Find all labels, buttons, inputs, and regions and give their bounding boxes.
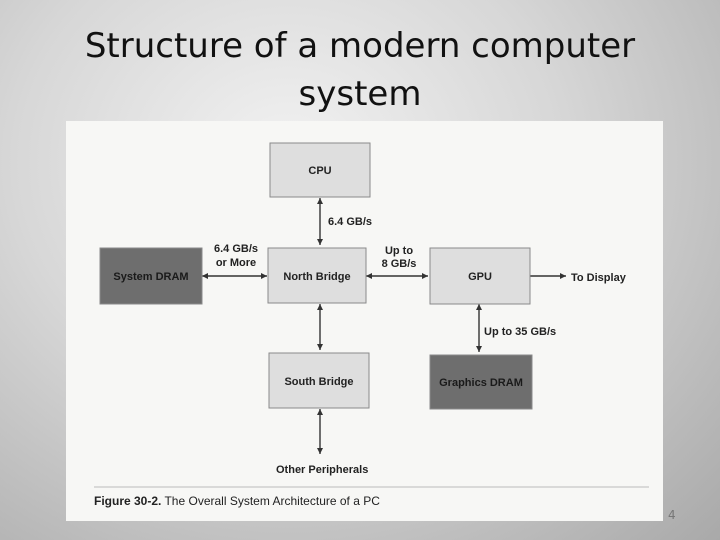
node-north-bridge: North Bridge xyxy=(267,247,367,304)
architecture-figure: CPU North Bridge System DRAM GPU South B… xyxy=(66,121,663,521)
edge-label-to-display: To Display xyxy=(571,272,627,284)
architecture-diagram: CPU North Bridge System DRAM GPU South B… xyxy=(94,142,649,508)
figure-caption-number: Figure 30-2. xyxy=(94,494,161,508)
edge-label-nb-gpu-line1: Up to xyxy=(385,245,413,257)
node-north-bridge-label: North Bridge xyxy=(283,271,350,283)
node-graphics-dram-label: Graphics DRAM xyxy=(439,377,523,389)
node-south-bridge-label: South Bridge xyxy=(284,376,353,388)
figure-caption: Figure 30-2. The Overall System Architec… xyxy=(94,494,380,508)
node-graphics-dram: Graphics DRAM xyxy=(429,354,533,410)
node-gpu-label: GPU xyxy=(468,271,492,283)
edge-label-dram-nb-line2: or More xyxy=(216,257,256,269)
page-number: 4 xyxy=(668,508,676,522)
node-gpu: GPU xyxy=(429,247,531,305)
figure-caption-text: The Overall System Architecture of a PC xyxy=(161,494,380,508)
node-system-dram: System DRAM xyxy=(99,247,203,305)
slide-title-line-1: Structure of a modern computer xyxy=(84,26,636,66)
edge-label-gpu-gdram: Up to 35 GB/s xyxy=(484,326,556,338)
edge-label-nb-gpu-line2: 8 GB/s xyxy=(382,258,417,270)
edge-label-other-peripherals: Other Peripherals xyxy=(276,464,368,476)
node-system-dram-label: System DRAM xyxy=(113,271,188,283)
node-cpu-label: CPU xyxy=(308,165,331,177)
node-south-bridge: South Bridge xyxy=(268,352,370,409)
node-cpu: CPU xyxy=(269,142,371,198)
edge-label-cpu-nb: 6.4 GB/s xyxy=(328,216,372,228)
edge-label-dram-nb-line1: 6.4 GB/s xyxy=(214,243,258,255)
slide-title-line-2: system xyxy=(298,74,422,114)
slide-title: Structure of a modern computer system xyxy=(40,22,680,118)
